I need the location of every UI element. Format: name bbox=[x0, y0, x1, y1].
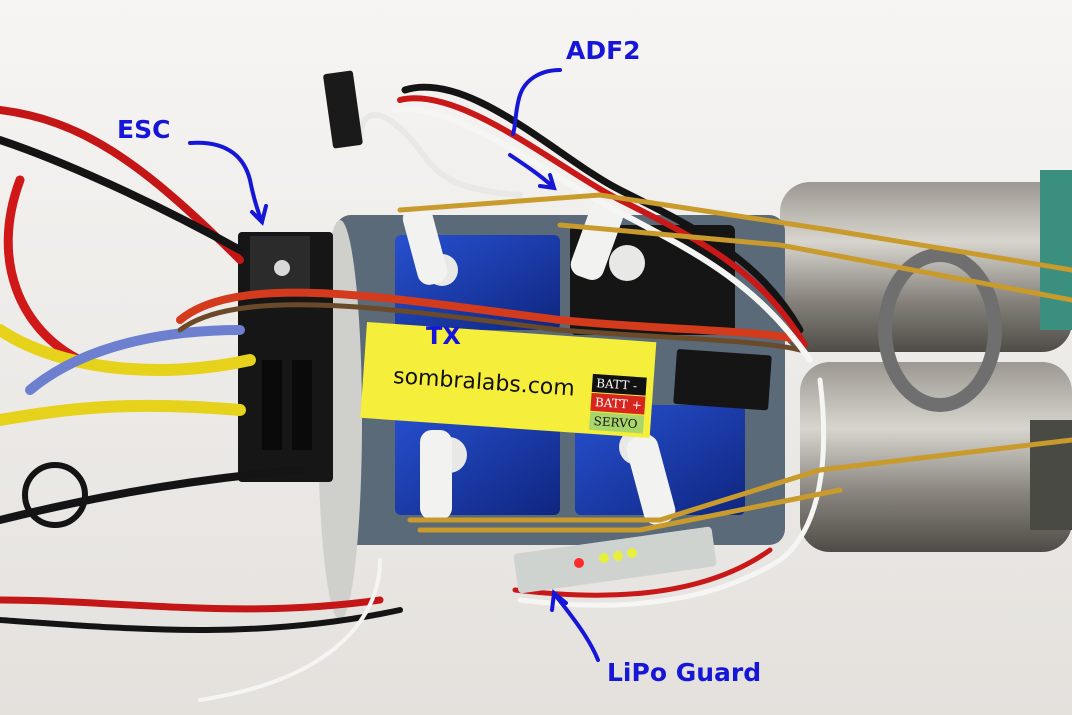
sticker-url: sombralabs.com bbox=[392, 363, 576, 402]
adf2-annotation: ADF2 bbox=[566, 36, 641, 65]
tx-annotation: TX bbox=[426, 322, 461, 350]
pin-servo: SERVO bbox=[589, 411, 645, 434]
led-icon bbox=[574, 558, 584, 568]
lipo-guard-board bbox=[513, 526, 717, 594]
lipo-guard-annotation: LiPo Guard bbox=[607, 658, 762, 687]
esc-annotation: ESC bbox=[117, 115, 171, 144]
motor-icon bbox=[780, 170, 1072, 552]
sombralabs-sticker: sombralabs.com BATT - BATT + SERVO bbox=[360, 322, 657, 438]
pin-batt-minus: BATT - bbox=[591, 373, 647, 396]
pin-batt-plus: BATT + bbox=[590, 392, 646, 415]
